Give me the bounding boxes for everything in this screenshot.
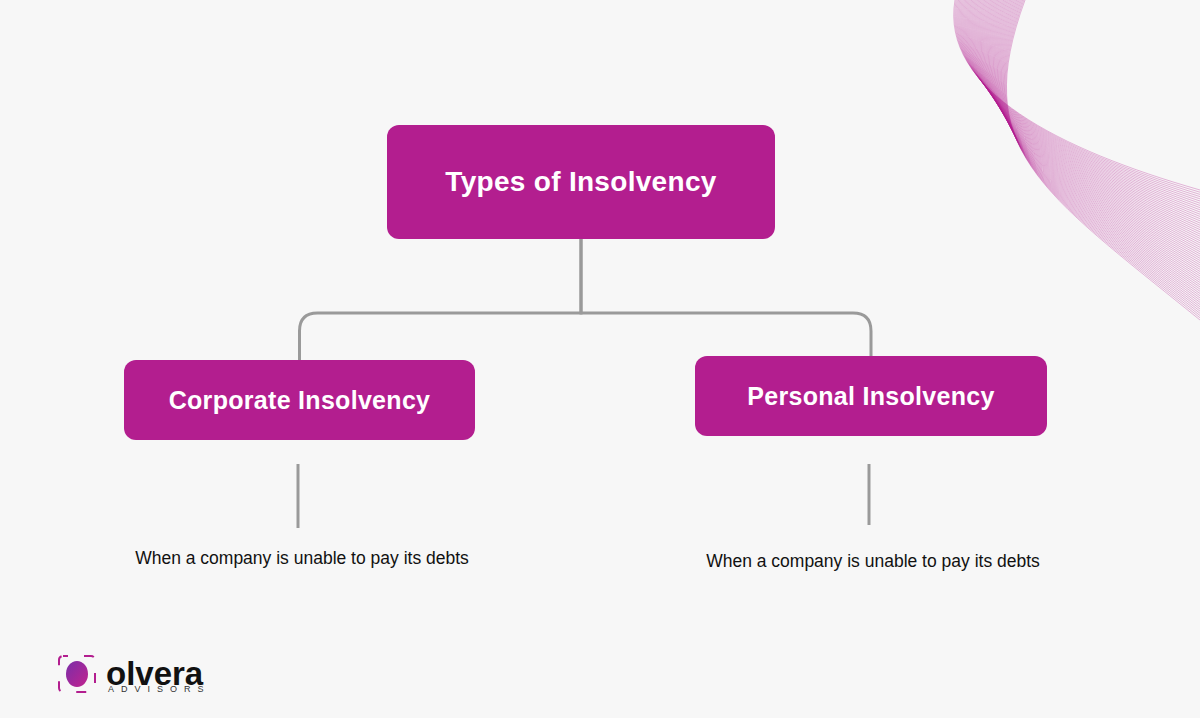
wave-stroke <box>986 0 1200 263</box>
wave-stroke <box>1001 0 1200 302</box>
category-box: Personal Insolvency <box>695 356 1047 436</box>
wave-stroke <box>1005 0 1200 316</box>
wave-stroke <box>997 0 1200 294</box>
tree-connector <box>581 239 871 356</box>
description-text: When a company is unable to pay its debt… <box>135 548 469 569</box>
category-box: Corporate Insolvency <box>124 360 475 440</box>
box-title: Corporate Insolvency <box>169 386 431 415</box>
wave-stroke <box>1000 0 1200 300</box>
wave-stroke <box>999 0 1200 298</box>
box-title: Personal Insolvency <box>747 382 994 411</box>
logo-subtitle: ADVISORS <box>108 684 211 694</box>
logo-icon <box>59 656 95 692</box>
connector-line <box>581 239 871 356</box>
wave-stroke <box>1004 0 1200 311</box>
wave-stroke <box>996 0 1200 289</box>
wave-stroke <box>992 0 1200 278</box>
box-title: Types of Insolvency <box>445 166 716 198</box>
leader-line <box>868 464 871 525</box>
wave-stroke <box>994 0 1200 285</box>
wave-stroke <box>995 0 1200 287</box>
connector-line <box>300 239 582 360</box>
wave-stroke <box>987 0 1200 265</box>
wave-stroke <box>997 0 1200 291</box>
wave-stroke <box>993 0 1200 283</box>
wave-stroke <box>1006 0 1200 318</box>
wave-stroke <box>1004 0 1200 313</box>
wave-stroke <box>1006 0 1200 320</box>
description-text: When a company is unable to pay its debt… <box>706 551 1040 572</box>
wave-illustration <box>954 0 1200 320</box>
wave-stroke <box>979 0 1200 245</box>
wave-stroke <box>993 0 1200 280</box>
wave-stroke <box>1001 0 1200 305</box>
leader-line <box>297 464 300 528</box>
wave-stroke <box>998 0 1200 296</box>
root-box: Types of Insolvency <box>387 125 775 239</box>
wave-stroke <box>1003 0 1200 309</box>
tree-connector <box>300 239 582 360</box>
wave-stroke <box>1002 0 1200 307</box>
